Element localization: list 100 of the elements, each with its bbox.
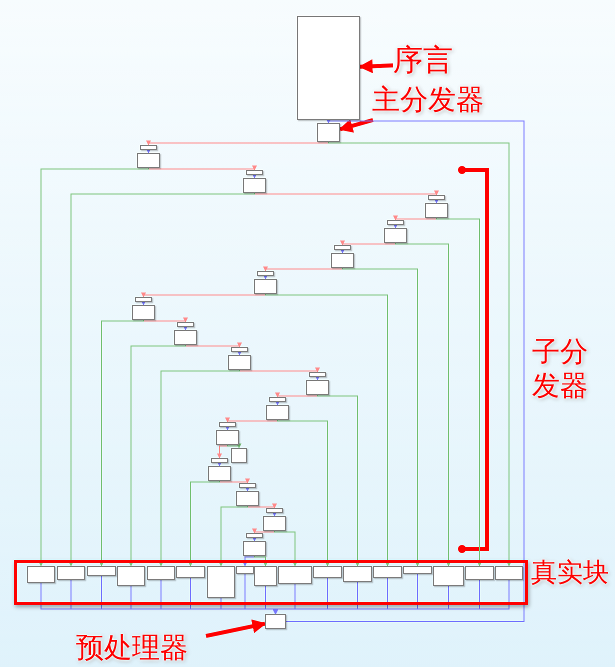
flow-edge <box>185 342 242 348</box>
flow-edge <box>254 556 268 566</box>
annotation-label: 序言 <box>393 44 463 84</box>
code-block <box>428 195 445 200</box>
code-block <box>309 372 326 377</box>
code-block <box>331 253 354 268</box>
annotation-label: 主分发器 <box>372 84 502 120</box>
code-block <box>257 271 274 276</box>
flow-edge <box>148 166 257 170</box>
code-block <box>219 422 236 427</box>
flow-edge <box>237 350 242 356</box>
flow-edge <box>247 504 277 508</box>
flow-edge <box>328 142 512 566</box>
flow-edge <box>146 140 329 146</box>
code-block <box>387 220 404 225</box>
flow-edge <box>227 444 242 448</box>
code-block <box>236 566 254 574</box>
code-block <box>495 566 523 580</box>
flow-edge <box>239 368 320 372</box>
code-block <box>334 245 351 250</box>
code-block <box>254 279 277 294</box>
flow-edge <box>340 248 345 254</box>
code-block <box>135 297 152 302</box>
flow-edge <box>219 478 250 484</box>
code-block <box>87 566 116 576</box>
flow-edge <box>99 320 144 566</box>
flow-edge <box>217 462 222 466</box>
flow-edge <box>141 300 146 306</box>
flow-edge <box>317 394 360 566</box>
flow-edge <box>218 506 248 566</box>
flow-edge <box>141 292 266 298</box>
code-block <box>243 541 266 556</box>
code-block <box>246 533 263 538</box>
flow-edge <box>393 216 437 220</box>
code-block <box>269 397 286 402</box>
code-block <box>384 228 407 243</box>
annotation-label: 子分发器 <box>532 335 589 402</box>
flow-edge <box>242 556 255 566</box>
code-block <box>263 516 286 531</box>
flow-edge <box>275 400 280 406</box>
flow-edge <box>146 148 151 154</box>
code-block <box>433 566 464 586</box>
flow-edge <box>143 318 188 322</box>
code-block <box>265 614 286 629</box>
code-block <box>278 566 312 584</box>
code-block <box>254 566 277 586</box>
code-block <box>266 508 283 513</box>
flow-edge <box>225 426 230 430</box>
code-block <box>236 491 259 506</box>
flow-edge <box>188 480 220 566</box>
code-block <box>425 203 448 218</box>
code-block <box>297 16 360 120</box>
flow-edge <box>265 294 390 566</box>
code-block <box>343 566 372 582</box>
flow-edge <box>395 242 451 566</box>
flow-edge <box>263 274 268 280</box>
code-block <box>140 145 157 150</box>
code-block <box>147 566 175 580</box>
code-block <box>207 566 235 598</box>
flow-edge <box>342 268 420 566</box>
flow-edge <box>38 168 149 566</box>
annotation-label: 预处理器 <box>76 632 206 667</box>
callout-arrow <box>338 118 374 133</box>
flow-edge <box>274 530 298 566</box>
flow-edge <box>252 528 275 534</box>
code-block <box>174 330 197 345</box>
code-block <box>373 566 402 578</box>
code-block <box>266 405 289 420</box>
flow-edge <box>225 418 278 422</box>
flow-edge <box>340 240 396 246</box>
code-block <box>137 153 160 168</box>
callout-arrow <box>358 59 394 74</box>
code-block <box>246 170 263 175</box>
code-block <box>231 347 248 352</box>
code-block <box>176 566 205 578</box>
flow-edge <box>128 344 186 566</box>
code-block <box>208 466 231 481</box>
flow-edge <box>254 190 439 196</box>
flow-edge <box>393 224 398 228</box>
code-block <box>57 566 85 580</box>
code-block <box>239 483 256 488</box>
code-block <box>117 566 145 586</box>
code-block <box>465 566 494 580</box>
code-block <box>243 178 266 193</box>
code-block <box>313 566 342 578</box>
code-block <box>403 566 432 574</box>
flow-edge <box>436 218 482 566</box>
flow-edge <box>263 266 343 272</box>
flow-edge <box>183 326 188 330</box>
callout-arrow <box>206 619 266 638</box>
code-block <box>132 305 155 320</box>
code-block <box>317 123 340 142</box>
flow-edge <box>252 536 257 542</box>
code-block <box>177 322 194 327</box>
code-block <box>306 380 329 395</box>
flow-edge <box>275 392 318 398</box>
flow-edge <box>217 444 228 458</box>
code-block <box>231 448 247 463</box>
flow-edge <box>315 376 320 380</box>
code-block <box>216 430 239 445</box>
